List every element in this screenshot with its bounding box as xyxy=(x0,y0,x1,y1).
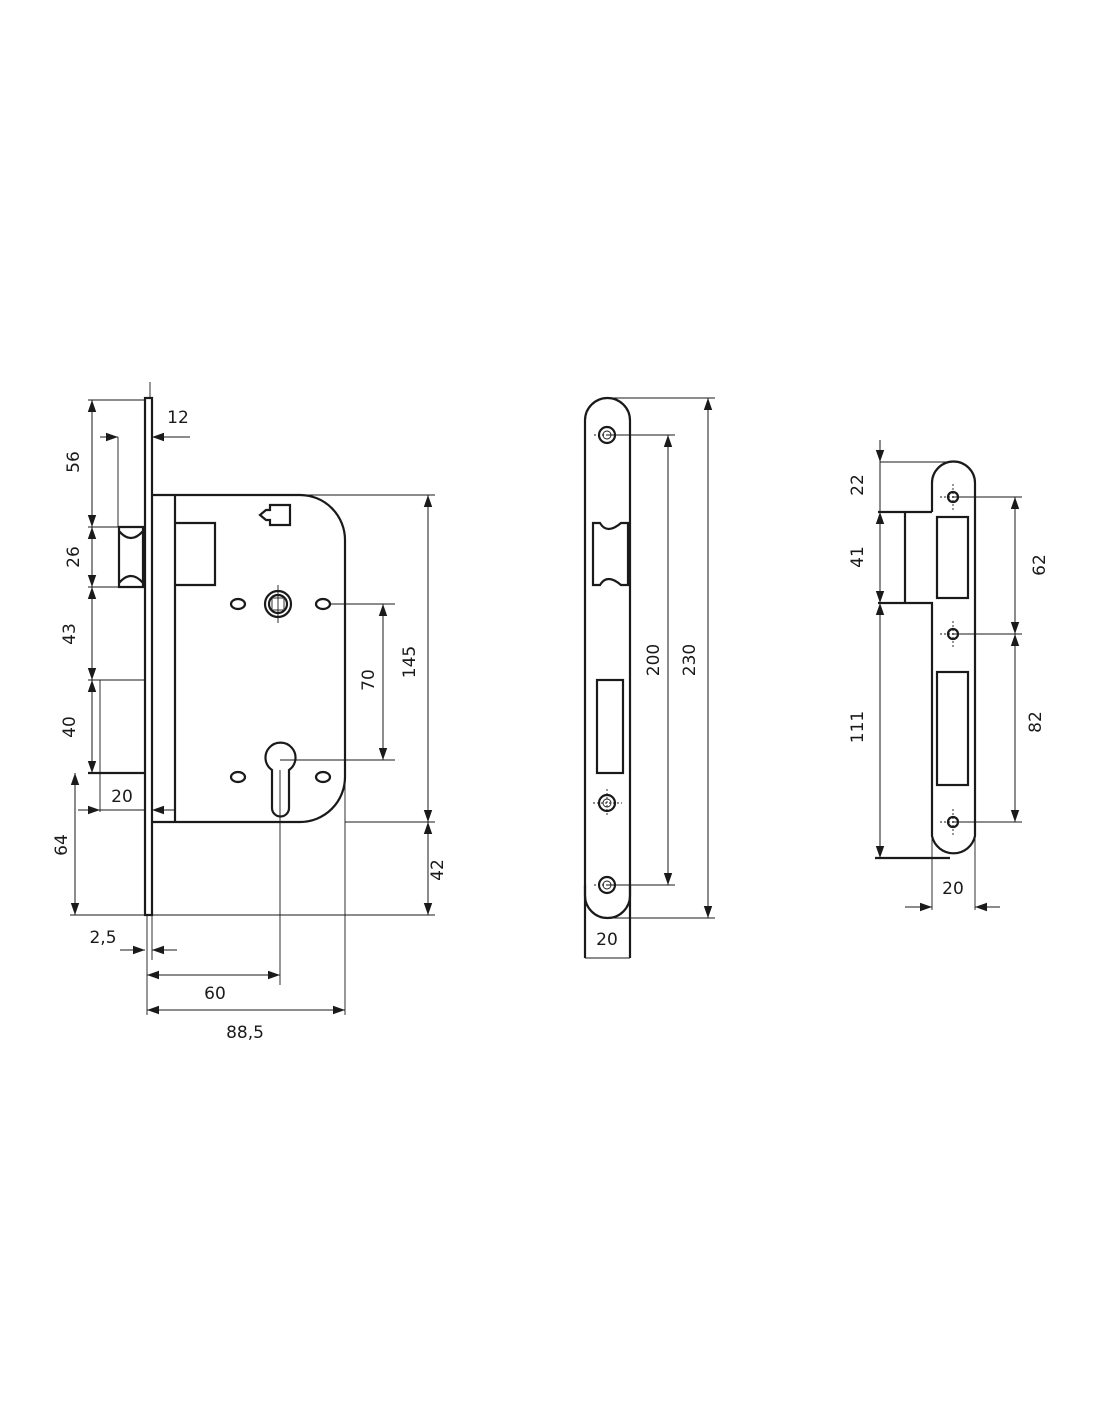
lock-body-dimensions: 56 12 26 43 40 20 64 2,5 60 88,5 70 145 … xyxy=(52,399,448,1043)
latch-opening xyxy=(935,515,970,600)
mounting-hole xyxy=(314,770,332,784)
dim-22: 22 xyxy=(848,474,868,496)
dim-40: 40 xyxy=(60,716,80,738)
dim-20-faceplate: 20 xyxy=(596,930,618,950)
lock-body-drawing xyxy=(88,382,347,917)
faceplate-drawing xyxy=(583,396,632,958)
dim-56: 56 xyxy=(64,451,84,473)
dim-20-strike: 20 xyxy=(942,879,964,899)
latch-bolt xyxy=(117,525,145,589)
dim-62: 62 xyxy=(1030,554,1050,576)
mounting-hole xyxy=(229,597,247,611)
dim-41: 41 xyxy=(848,546,868,568)
deadbolt-opening xyxy=(595,678,625,775)
strike-lip xyxy=(875,510,950,860)
dim-2-5: 2,5 xyxy=(89,928,116,948)
dim-82: 82 xyxy=(1026,711,1046,733)
dim-200: 200 xyxy=(644,644,664,676)
dim-26: 26 xyxy=(64,546,84,568)
dim-64: 64 xyxy=(52,834,72,856)
cylinder-keyhole xyxy=(264,741,297,818)
faceplate-edge xyxy=(583,885,632,958)
strike-plate-dimensions: 22 41 111 62 82 20 xyxy=(848,440,1050,912)
lever-notch xyxy=(258,503,292,527)
strike-plate-drawing xyxy=(875,460,977,860)
mounting-hole xyxy=(229,770,247,784)
dim-230: 230 xyxy=(680,644,700,676)
follower-spindle xyxy=(263,585,293,623)
faceplate-outline xyxy=(583,396,632,920)
dim-43: 43 xyxy=(60,623,80,645)
dim-60: 60 xyxy=(204,984,226,1004)
deadbolt-outline xyxy=(99,679,145,812)
latch-opening xyxy=(591,521,630,587)
dim-88-5: 88,5 xyxy=(226,1023,264,1043)
deadbolt-opening xyxy=(935,670,970,787)
screw-icon xyxy=(593,789,622,817)
dim-111: 111 xyxy=(848,711,868,743)
dim-145: 145 xyxy=(400,646,420,678)
dim-42: 42 xyxy=(428,859,448,881)
dim-12: 12 xyxy=(167,408,189,428)
faceplate-dimensions: 200 230 20 xyxy=(585,397,715,959)
dim-20-bolt: 20 xyxy=(111,787,133,807)
mounting-hole xyxy=(314,597,332,611)
latch-tongue xyxy=(175,521,217,587)
strike-plate-outline xyxy=(878,460,977,855)
dim-70: 70 xyxy=(359,669,379,691)
lock-case xyxy=(152,493,347,824)
lock-faceplate xyxy=(143,396,154,917)
